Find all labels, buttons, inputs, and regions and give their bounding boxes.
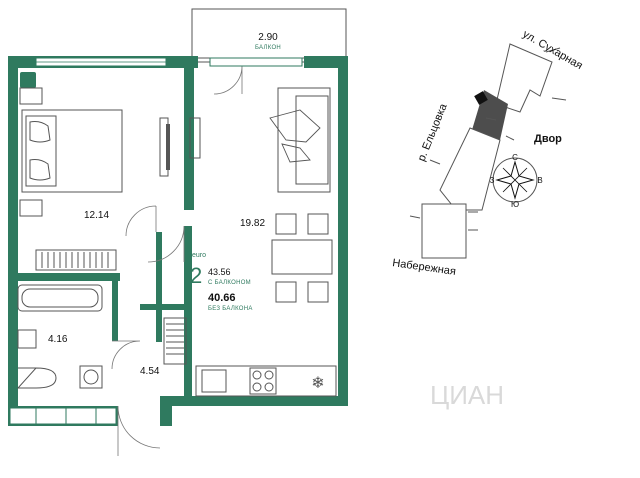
interior-walls: [18, 60, 194, 426]
building-marker: [474, 91, 488, 105]
compass: С Ю З В: [490, 153, 543, 209]
rooms-count: 2: [190, 263, 202, 288]
washing-machine: [79, 365, 103, 389]
living-room: [147, 87, 333, 303]
toilet: [16, 367, 57, 389]
bedroom: [19, 87, 170, 271]
site-map: С Ю З В ул. Сухарная р. Ельцовка Двор На…: [392, 28, 585, 278]
building-main: [439, 127, 501, 211]
hall-area: 4.54: [140, 366, 160, 377]
access-arrows: [409, 47, 567, 231]
area-with-balcony: 43.56: [208, 267, 231, 277]
balcony-door-swing: [213, 65, 243, 95]
compass-north: С: [512, 153, 518, 162]
entrance-door-swing: [117, 405, 161, 456]
compass-east: В: [537, 176, 542, 185]
building-north: [495, 43, 553, 113]
building-south: [421, 203, 467, 259]
bathroom-area: 4.16: [48, 334, 68, 345]
stove: [249, 367, 277, 395]
living-door-swing: [147, 225, 185, 263]
bedroom-area: 12.14: [84, 210, 109, 221]
type-label: euro: [192, 252, 206, 259]
chair: [307, 281, 329, 303]
washbasin: [17, 329, 37, 349]
tv-unit: [189, 117, 201, 159]
radiator: [163, 317, 187, 365]
snowflake-icon: ❄: [311, 375, 324, 392]
kitchen-counter: [195, 365, 337, 397]
yard-label: Двор: [534, 133, 562, 145]
compass-west: З: [490, 176, 495, 185]
with-balcony-label: С БАЛКОНОМ: [208, 280, 251, 286]
bathroom: [16, 284, 141, 389]
bathroom-door-swing: [111, 340, 141, 370]
bathtub: [17, 284, 103, 312]
chair: [275, 281, 297, 303]
compass-south: Ю: [511, 200, 519, 209]
kitchen: ❄: [163, 317, 337, 397]
street-eltsovka: р. Ельцовка: [416, 101, 450, 163]
balcony-area: 2.90: [258, 32, 278, 43]
nightstand: [19, 199, 43, 217]
living-area: 19.82: [240, 218, 265, 229]
nightstand: [19, 87, 43, 105]
armchair-figure: [269, 109, 321, 163]
without-balcony-label: БЕЗ БАЛКОНА: [208, 306, 253, 312]
bedroom-door-swing: [125, 205, 157, 237]
chair: [307, 213, 329, 235]
area-without-balcony: 40.66: [208, 292, 236, 304]
double-bed: [21, 109, 123, 193]
radiator: [35, 249, 117, 271]
sofa: [277, 87, 331, 193]
dining-table: [271, 239, 333, 275]
chair: [275, 213, 297, 235]
embankment-label: Набережная: [392, 257, 457, 278]
windows: [9, 57, 303, 425]
sink: [201, 369, 227, 393]
watermark: ЦИАН: [430, 380, 504, 410]
apartment-plan: ❄ 2.90 БАЛКОН 12.14 19.82 4.16 4.54 euro…: [8, 8, 348, 456]
balcony-label: БАЛКОН: [255, 45, 281, 51]
